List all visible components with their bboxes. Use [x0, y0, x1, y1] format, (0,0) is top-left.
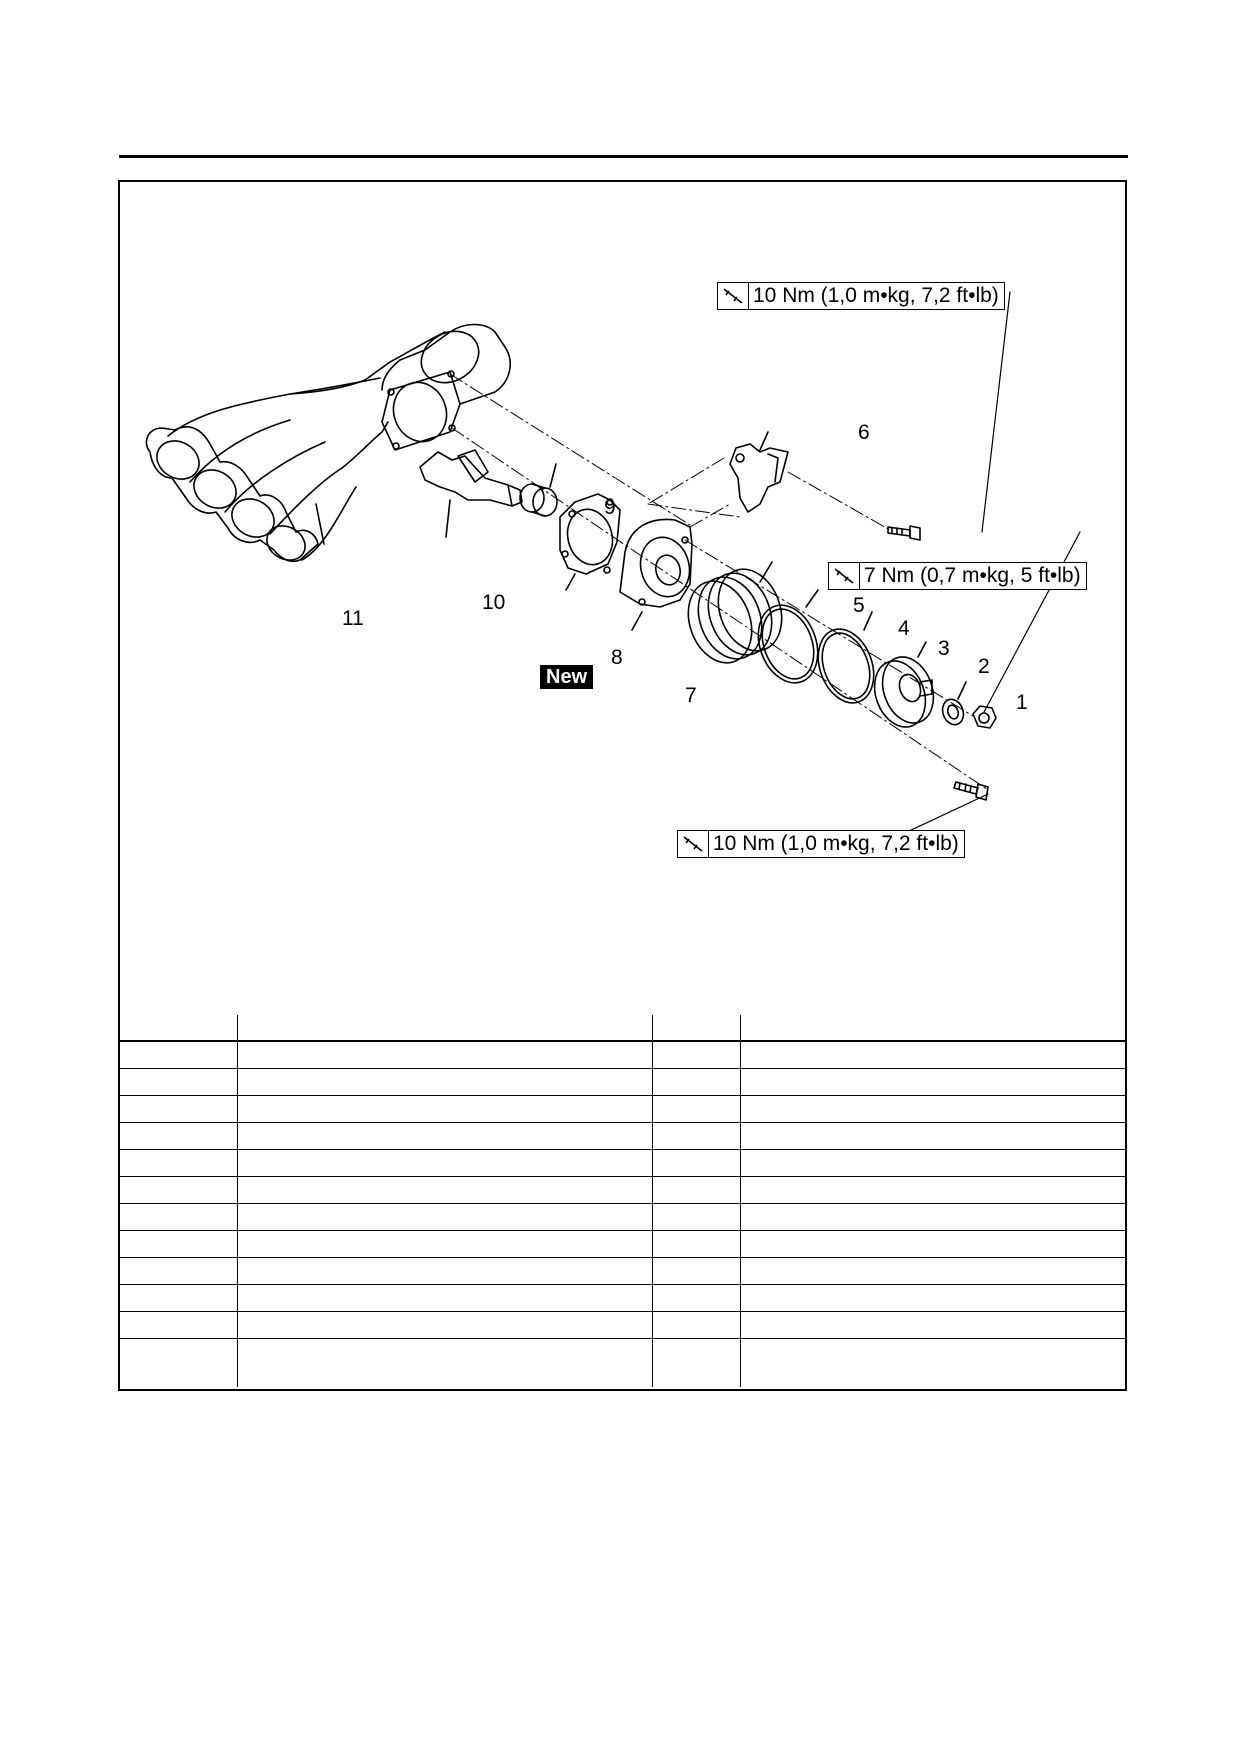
torque-value: 10 Nm (1,0 m•kg, 7,2 ft•lb) — [713, 832, 959, 855]
gasket-part-8 — [559, 493, 621, 591]
torque-spec-lower: 10 Nm (1,0 m•kg, 7,2 ft•lb) — [677, 830, 965, 858]
ring-part-3 — [817, 611, 875, 704]
o-ring-part-4 — [757, 589, 819, 684]
table-row — [120, 1338, 1125, 1387]
callout-9: 9 — [604, 496, 616, 519]
torque-wrench-icon — [678, 831, 709, 857]
washer-part-1 — [941, 681, 967, 726]
new-part-badge: New — [540, 665, 594, 689]
table-row — [120, 1311, 1125, 1339]
bolt-upper — [887, 525, 921, 541]
header-rule — [119, 155, 1128, 158]
table-row — [120, 1095, 1125, 1123]
torque-wrench-icon — [829, 563, 860, 589]
table-row — [120, 1122, 1125, 1150]
intake-manifold-part-11 — [145, 323, 511, 563]
bolt-lower — [953, 781, 989, 801]
callout-2: 2 — [978, 655, 990, 678]
parts-table — [120, 1015, 1125, 1387]
torque-spec-middle: 7 Nm (0,7 m•kg, 5 ft•lb) — [828, 562, 1087, 590]
assembly-centerlines — [449, 373, 989, 791]
torque-spec-upper: 10 Nm (1,0 m•kg, 7,2 ft•lb) — [717, 282, 1005, 310]
callout-8: 8 — [611, 646, 623, 669]
callout-4: 4 — [898, 617, 910, 640]
table-row — [120, 1041, 1125, 1069]
callout-11: 11 — [342, 607, 364, 630]
parts-table-body — [120, 1015, 1125, 1387]
table-header-row — [120, 1015, 1125, 1042]
exploded-view-frame: 10 Nm (1,0 m•kg, 7,2 ft•lb) 7 Nm (0,7 m•… — [118, 180, 1127, 1391]
housing-part-7 — [619, 518, 693, 631]
table-row — [120, 1176, 1125, 1204]
cap-part-2 — [873, 641, 935, 728]
bracket-part-6 — [729, 431, 789, 513]
callout-10: 10 — [482, 591, 506, 614]
table-row — [120, 1068, 1125, 1096]
callout-7: 7 — [685, 684, 697, 707]
table-row — [120, 1203, 1125, 1231]
torque-value: 7 Nm (0,7 m•kg, 5 ft•lb) — [864, 564, 1081, 587]
callout-3: 3 — [938, 637, 950, 660]
nut — [972, 705, 997, 729]
spacer-part-9 — [519, 463, 558, 517]
callout-1: 1 — [1016, 691, 1028, 714]
torque-value: 10 Nm (1,0 m•kg, 7,2 ft•lb) — [753, 284, 999, 307]
table-row — [120, 1284, 1125, 1312]
torque-wrench-icon — [718, 283, 749, 309]
spring-part-5 — [687, 561, 783, 664]
callout-5: 5 — [853, 594, 865, 617]
exploded-diagram — [145, 291, 1081, 855]
table-row — [120, 1257, 1125, 1285]
table-row — [120, 1149, 1125, 1177]
callout-6: 6 — [858, 421, 870, 444]
sensor-part-10 — [419, 449, 523, 538]
table-row — [120, 1230, 1125, 1258]
